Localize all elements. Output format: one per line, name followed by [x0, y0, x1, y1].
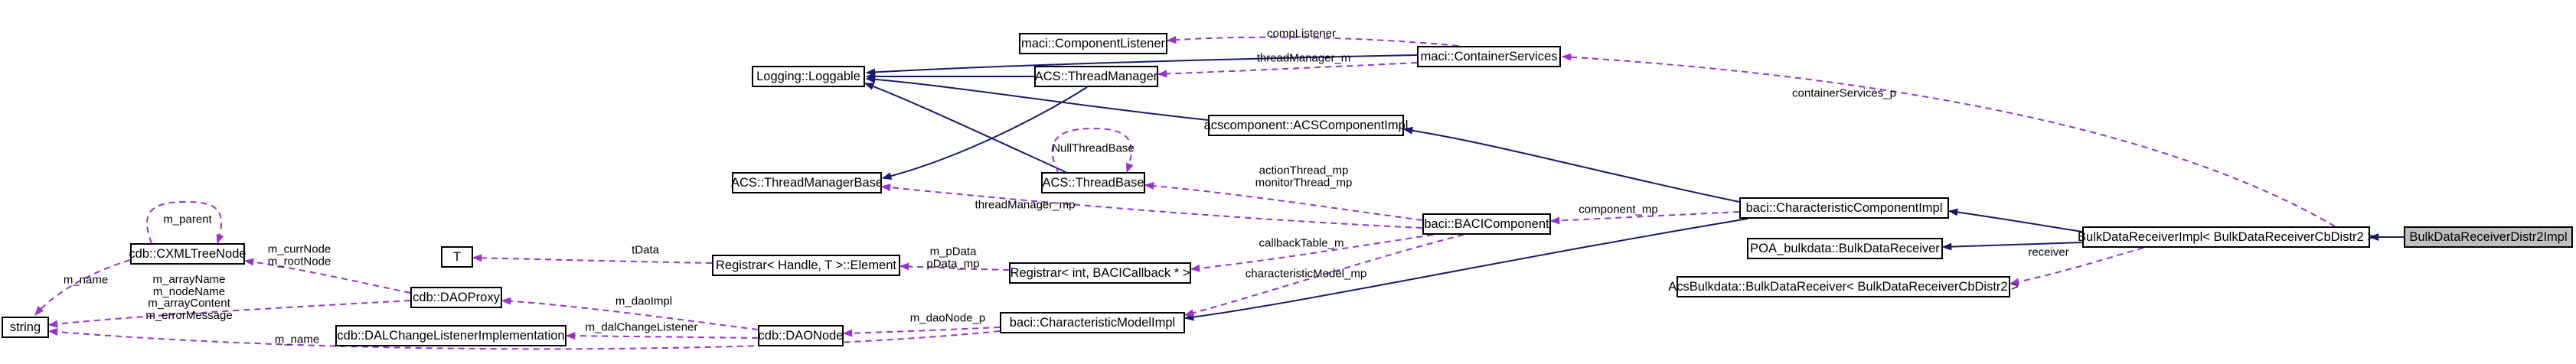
edge-bulkdata-receiver-impl-to-poa-bulkdata-receiver	[1941, 242, 2083, 251]
class-node-thread-manager[interactable]: ACS::ThreadManager	[1034, 66, 1158, 87]
edge-cxml-tree-node-to-string	[34, 259, 131, 316]
edge-baci-component-to-characteristic-model-impl	[1184, 234, 1464, 317]
edge-bulkdata-receiver-impl-to-container-services	[1561, 53, 2336, 227]
class-node-acsbulkdata-receiver[interactable]: AcsBulkdata::BulkDataReceiver< BulkDataR…	[1668, 276, 2019, 297]
class-node-registrar-int[interactable]: Registrar< int, BACICallback * >	[1009, 262, 1191, 284]
class-node-baci-component[interactable]: baci::BACIComponent	[1422, 213, 1551, 235]
edge-label-cxml-tree-node-to-string: m_name	[63, 273, 109, 287]
edge-characteristic-model-impl-to-string	[47, 327, 1001, 350]
edge-characteristic-component-impl-to-acs-component-impl	[1402, 126, 1740, 203]
class-node-bulkdata-receiver-impl[interactable]: BulkDataReceiverImpl< BulkDataReceiverCb…	[2078, 226, 2375, 248]
edge-label-thread-base-to-thread-base: NullThreadBase	[1052, 141, 1135, 155]
class-node-characteristic-model-impl[interactable]: baci::CharacteristicModelImpl	[1000, 312, 1185, 333]
class-node-thread-base[interactable]: ACS::ThreadBase	[1041, 172, 1145, 193]
edge-container-services-to-thread-manager	[1157, 62, 1418, 78]
edge-registrar-int-to-registrar-element	[899, 262, 1010, 271]
edges	[34, 36, 2404, 350]
edge-label-dao-node-to-dao-proxy: m_daoImpl	[615, 294, 673, 308]
edge-label-baci-component-to-characteristic-model-impl: characteristicModel_mp	[1245, 267, 1367, 281]
edge-bulkdata-receiver-impl-to-acsbulkdata-receiver	[2009, 247, 2144, 286]
class-node-thread-manager-base[interactable]: ACS::ThreadManagerBase	[731, 172, 883, 193]
class-node-dao-proxy[interactable]: cdb::DAOProxy	[410, 287, 502, 308]
edge-baci-component-to-thread-base	[1144, 182, 1423, 221]
edge-registrar-element-to-t-param	[472, 254, 713, 264]
edge-label-characteristic-model-impl-to-dao-node: m_daoNode_p	[909, 311, 986, 325]
edge-container-services-to-component-listener	[1166, 36, 1459, 47]
edge-label-container-services-to-component-listener: compListener	[1266, 27, 1337, 41]
edge-bulkdata-receiver-impl-to-characteristic-component-impl	[1948, 208, 2083, 232]
class-node-cxml-tree-node[interactable]: cdb::CXMLTreeNode	[129, 243, 246, 265]
edge-label-registrar-element-to-t-param: tData	[632, 243, 659, 257]
edge-thread-base-to-loggable	[864, 83, 1066, 173]
edge-baci-component-to-thread-manager-base	[880, 184, 1423, 229]
edge-baci-component-to-registrar-int	[1190, 234, 1434, 272]
edge-label-bulkdata-receiver-impl-to-container-services: containerServices_p	[1792, 86, 1896, 100]
edge-thread-base-to-thread-base	[1051, 127, 1134, 174]
edge-label-baci-component-to-thread-manager-base: threadManager_mp	[975, 198, 1076, 212]
class-node-registrar-element[interactable]: Registrar< Handle, T >::Element	[712, 255, 900, 276]
class-node-dal-change-listener-impl[interactable]: cdb::DALChangeListenerImplementation	[335, 325, 566, 346]
edge-dao-node-to-dao-proxy	[501, 297, 759, 330]
class-node-t-param[interactable]: T	[441, 246, 473, 268]
edge-dao-proxy-to-string	[47, 300, 411, 328]
class-node-poa-bulkdata-receiver[interactable]: POA_bulkdata::BulkDataReceiver	[1747, 238, 1943, 259]
edge-label-characteristic-model-impl-to-string: m_name	[274, 333, 320, 346]
edge-label-cxml-tree-node-to-cxml-tree-node: m_parent	[163, 213, 212, 226]
edge-thread-manager-to-thread-manager-base	[881, 86, 1088, 180]
edge-characteristic-model-impl-to-dao-node	[842, 327, 1001, 337]
edge-characteristic-component-impl-to-baci-component	[1549, 211, 1740, 225]
edge-dao-node-to-dal-change-listener-impl	[565, 332, 759, 340]
class-node-loggable[interactable]: Logging::Loggable	[752, 66, 865, 87]
class-node-string[interactable]: string	[2, 317, 49, 338]
class-node-acs-component-impl[interactable]: acscomponent::ACSComponentImpl	[1204, 115, 1408, 136]
edge-label-baci-component-to-registrar-int: callbackTable_m	[1259, 236, 1344, 250]
class-node-component-listener[interactable]: maci::ComponentListener	[1019, 33, 1167, 54]
edge-label-container-services-to-thread-manager: threadManager_m	[1256, 51, 1351, 65]
edge-cxml-tree-node-to-cxml-tree-node	[146, 200, 224, 245]
edge-label-bulkdata-receiver-impl-to-acsbulkdata-receiver: receiver	[2028, 245, 2069, 259]
edge-container-services-to-loggable	[865, 54, 1418, 76]
edge-dao-proxy-to-cxml-tree-node	[243, 258, 411, 294]
class-node-container-services[interactable]: maci::ContainerServices	[1417, 46, 1561, 67]
edge-acs-component-impl-to-loggable	[865, 75, 1209, 121]
class-node-bulkdata-receiver-distr2-impl: BulkDataReceiverDistr2Impl	[2404, 226, 2573, 248]
class-node-characteristic-component-impl[interactable]: baci::CharacteristicComponentImpl	[1739, 197, 1949, 219]
edge-label-characteristic-component-impl-to-baci-component: component_mp	[1579, 203, 1658, 216]
edge-characteristic-component-impl-to-characteristic-model-impl	[1184, 218, 1748, 321]
edge-label-dao-node-to-dal-change-listener-impl: m_dalChangeListener	[585, 320, 698, 334]
class-node-dao-node[interactable]: cdb::DAONode	[758, 325, 844, 346]
